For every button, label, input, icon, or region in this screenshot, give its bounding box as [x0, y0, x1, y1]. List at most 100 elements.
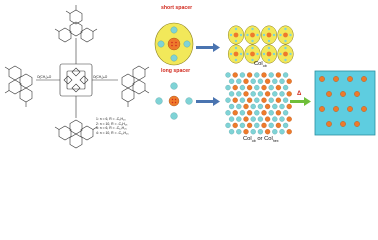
array-disc	[257, 103, 264, 110]
lattice-disc	[251, 39, 254, 43]
array-disc	[225, 84, 231, 91]
array-disc	[282, 122, 289, 129]
array-core	[264, 78, 271, 84]
array-core	[264, 116, 271, 122]
array-disc	[236, 91, 242, 97]
array-disc	[268, 97, 274, 103]
hex-core	[326, 91, 332, 97]
array-disc	[282, 97, 289, 103]
array-core	[286, 91, 292, 97]
lattice-core	[250, 51, 255, 57]
array-core	[261, 84, 267, 91]
col-ob-label-main: Col	[254, 61, 263, 67]
short-spacer-schematic	[154, 22, 194, 66]
array-core	[261, 122, 267, 129]
lattice-core	[283, 32, 288, 38]
arrow-to-col-hex	[196, 97, 220, 106]
col-ob-or-col-hex-disc-array	[225, 72, 292, 135]
array-disc	[228, 78, 235, 84]
array-core	[246, 72, 253, 78]
array-disc	[282, 84, 289, 91]
lattice-disc	[279, 52, 282, 56]
array-disc	[254, 72, 260, 78]
lattice-disc	[267, 46, 271, 50]
lattice-disc	[234, 39, 238, 43]
array-core	[275, 110, 282, 116]
arrow-to-col-ob	[196, 43, 220, 52]
lattice-core	[233, 32, 239, 38]
col-bottom-main: Col	[243, 136, 252, 142]
compound-legend: 1: n = 6, R = -C₆H₁₃ 2: n = 10, R = -C₆H…	[96, 117, 129, 135]
array-core	[286, 116, 292, 122]
lattice-disc	[284, 58, 287, 62]
lattice-disc	[234, 27, 238, 31]
long-spacer-discs	[155, 82, 193, 120]
array-disc	[279, 116, 285, 122]
lattice-core	[250, 32, 255, 38]
col-bottom-main-2: Col	[264, 136, 273, 142]
array-disc	[268, 84, 274, 91]
lattice-core	[266, 51, 272, 57]
lattice-disc	[234, 58, 238, 62]
array-disc	[272, 78, 278, 84]
array-disc	[225, 72, 231, 78]
col-bottom-or: or	[255, 136, 265, 142]
hex-core	[326, 121, 332, 127]
array-disc	[254, 122, 260, 129]
array-disc	[250, 103, 256, 110]
lattice-disc	[272, 52, 276, 56]
triphenylene-left	[4, 65, 33, 107]
array-core	[286, 78, 292, 84]
array-disc	[239, 110, 246, 116]
array-disc	[282, 110, 289, 116]
array-disc	[236, 78, 242, 84]
array-disc	[272, 103, 278, 110]
heating-arrow	[290, 97, 311, 106]
array-disc	[254, 84, 260, 91]
array-core	[286, 129, 292, 135]
compound-legend-item: 3: n = 6, R = -C₁₂H₂₅	[96, 126, 127, 131]
short-spacer-core	[167, 37, 181, 51]
short-spacer-discs	[157, 26, 191, 62]
array-disc	[257, 116, 264, 122]
array-disc	[236, 103, 242, 110]
array-disc	[279, 91, 285, 97]
hex-core	[354, 121, 360, 127]
array-core	[232, 97, 238, 103]
heat-symbol: Δ	[297, 91, 302, 97]
array-disc	[268, 72, 274, 78]
array-core	[261, 110, 267, 116]
lattice-disc	[256, 33, 259, 37]
lattice-disc	[262, 52, 266, 56]
array-disc	[254, 110, 260, 116]
scheme-graphic	[4, 5, 376, 149]
array-core	[243, 103, 249, 110]
compound-legend-item: 2: n = 10, R = -C₆H₁₃	[96, 121, 128, 126]
hex-core	[340, 121, 346, 127]
triphenylene-right	[121, 65, 150, 107]
col-hex-core-dots	[319, 76, 367, 127]
array-disc	[239, 122, 246, 129]
array-disc	[279, 78, 285, 84]
array-core	[243, 78, 249, 84]
lattice-disc	[284, 46, 287, 50]
array-disc	[254, 97, 260, 103]
array-core	[232, 122, 238, 129]
lattice-disc	[267, 58, 271, 62]
hex-core	[333, 106, 339, 112]
array-disc	[272, 91, 278, 97]
linker-label-left: O(CH₂)ₙO	[37, 75, 52, 79]
lattice-disc	[234, 46, 238, 50]
array-core	[286, 103, 292, 110]
hex-core	[319, 106, 325, 112]
array-disc	[225, 97, 231, 103]
array-disc	[239, 97, 246, 103]
array-core	[232, 84, 238, 91]
molecule-structure	[4, 5, 150, 149]
array-disc	[250, 129, 256, 135]
lattice-disc	[284, 27, 287, 31]
lattice-disc	[279, 33, 282, 37]
lattice-disc	[229, 33, 233, 37]
hex-core	[361, 76, 367, 82]
array-disc	[236, 129, 242, 135]
